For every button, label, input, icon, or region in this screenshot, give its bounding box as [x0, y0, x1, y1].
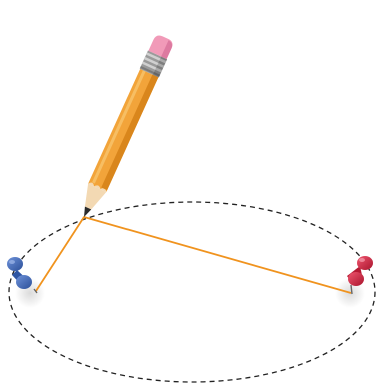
ellipse-path — [9, 202, 375, 382]
string — [36, 217, 351, 293]
pencil-icon — [74, 33, 175, 221]
